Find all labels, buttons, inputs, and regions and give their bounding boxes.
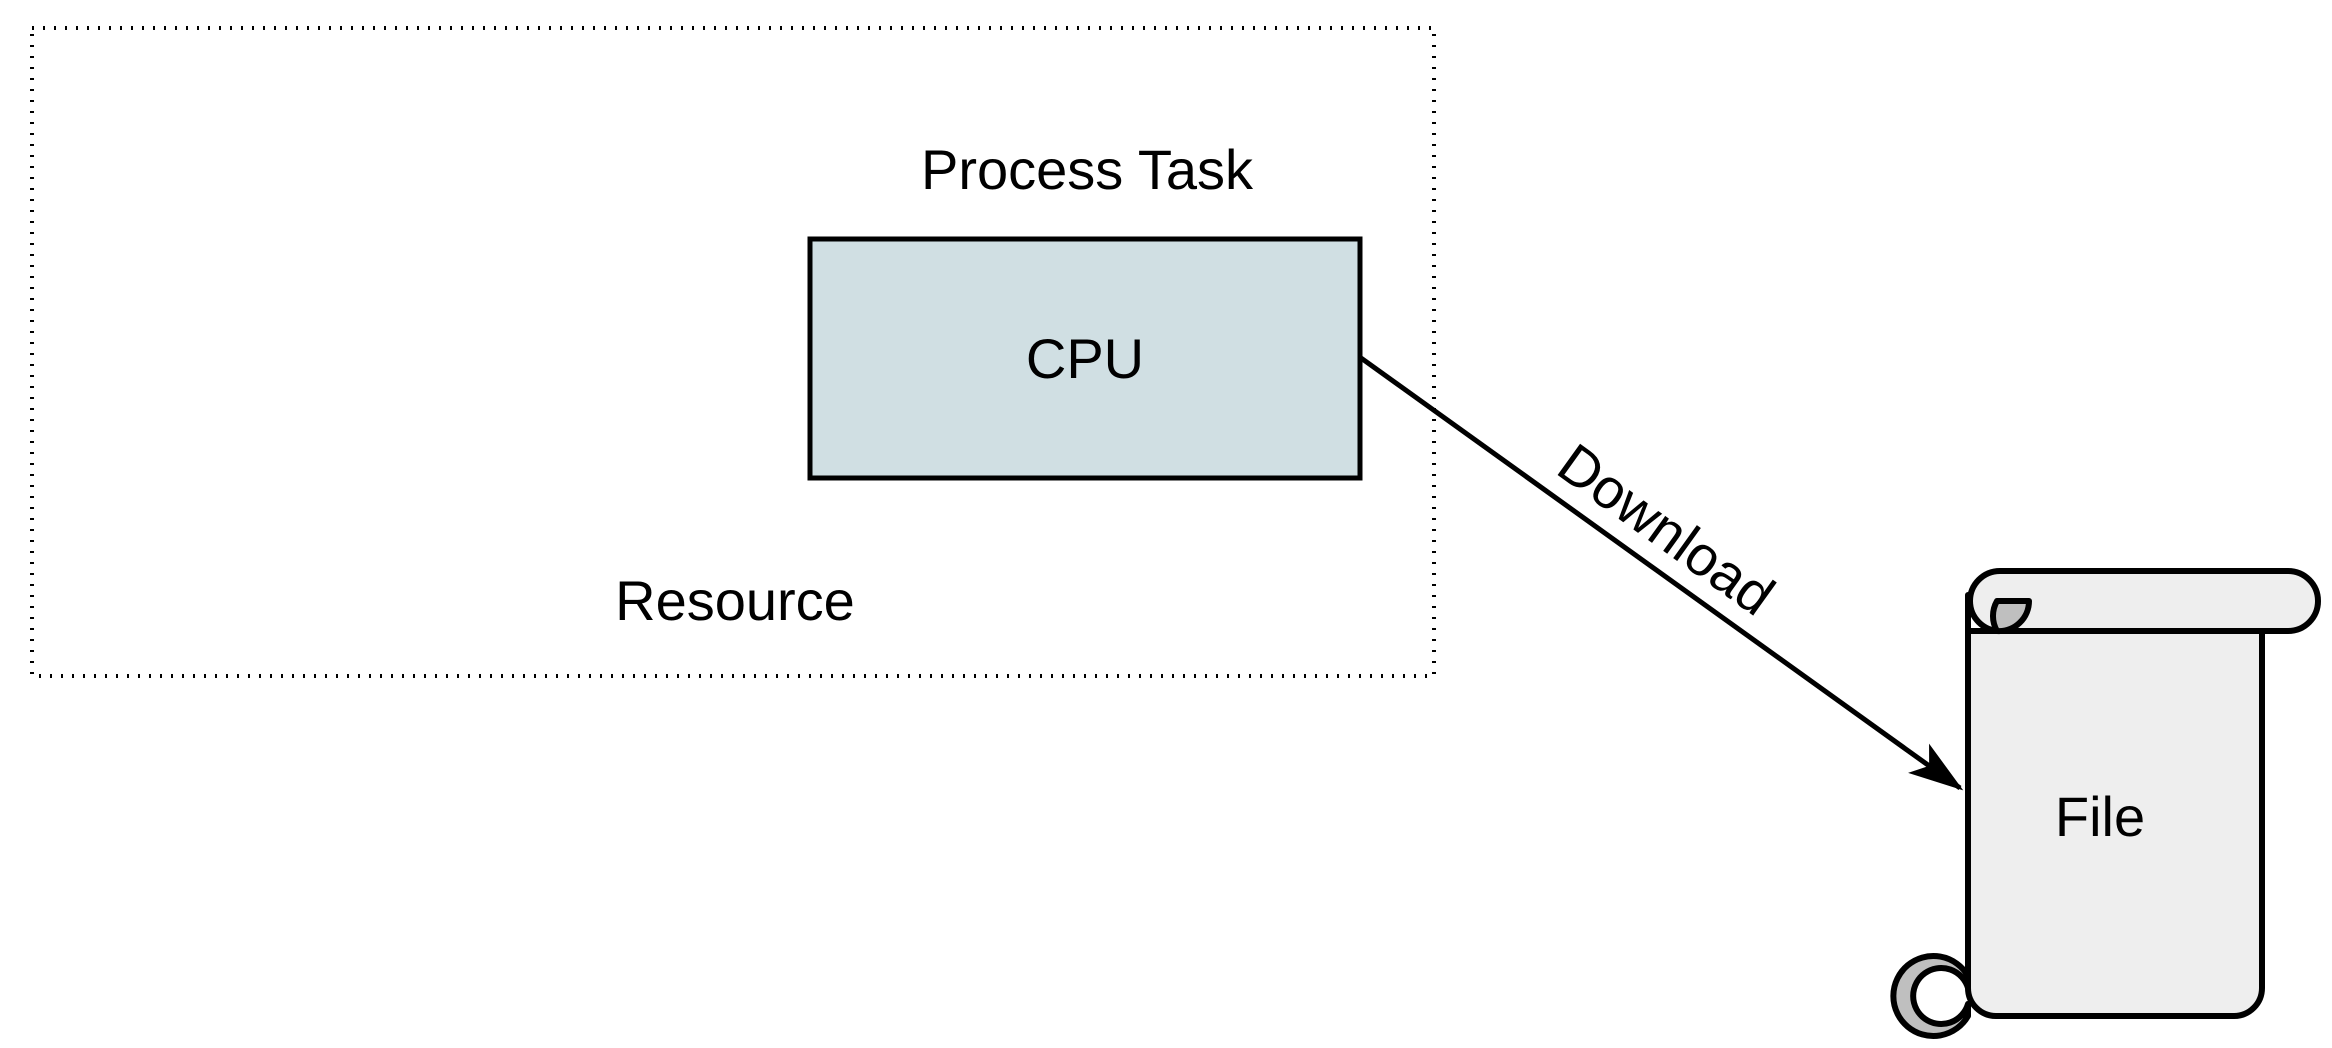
resource-group-label: Resource: [615, 569, 855, 632]
cpu-node-label: CPU: [1026, 327, 1144, 390]
cpu-node[interactable]: CPU: [807, 236, 1363, 481]
process-task-caption: Process Task: [921, 138, 1254, 201]
resource-group-border: [30, 26, 1436, 678]
file-node-body: [1965, 592, 2265, 1019]
file-node-top-curl-band: [1966, 568, 2322, 634]
file-node[interactable]: File: [1890, 568, 2322, 1039]
download-edge-label: Download: [1547, 431, 1786, 627]
download-edge[interactable]: Download: [1359, 355, 1964, 791]
file-node-bottom-curl-swirl: [1890, 953, 1971, 1039]
download-edge-line: [1359, 355, 1964, 791]
file-node-top-curl-swirl: [1990, 598, 2033, 635]
cpu-node-rect: [807, 236, 1363, 481]
resource-group[interactable]: Resource: [30, 26, 1436, 678]
file-node-label: File: [2055, 785, 2145, 848]
